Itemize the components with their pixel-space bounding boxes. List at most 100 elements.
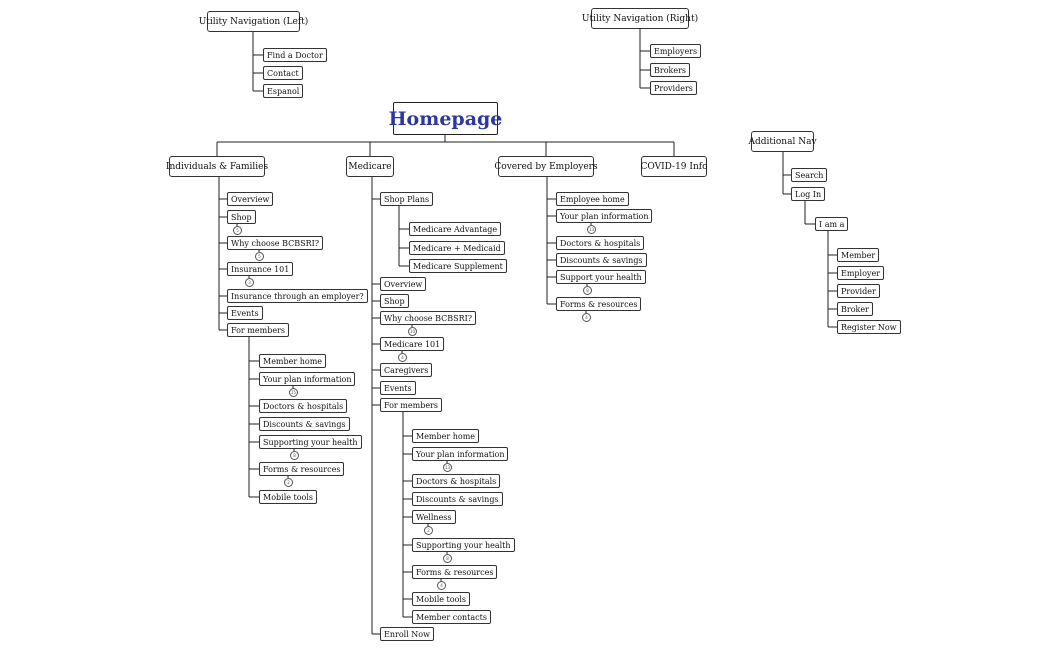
count-badge: 4	[398, 353, 407, 362]
medicare-node[interactable]: Medicare	[346, 156, 394, 177]
med-mobile-tools-node[interactable]: Mobile tools	[412, 592, 471, 606]
ind-mobile-tools-node[interactable]: Mobile tools	[259, 490, 318, 504]
find-a-doctor-node[interactable]: Find a Doctor	[263, 48, 327, 62]
med-member-home-node[interactable]: Member home	[412, 429, 480, 443]
node-label: Supporting your health	[416, 540, 511, 550]
individuals-families-node[interactable]: Individuals & Families	[165, 156, 269, 177]
ind-insurance-employer-node[interactable]: Insurance through an employer?	[227, 289, 368, 303]
ind-member-home-node[interactable]: Member home	[259, 354, 327, 368]
node-label: Forms & resources	[263, 464, 341, 474]
additional-nav-node[interactable]: Additional Nav	[748, 131, 817, 152]
ind-plan-info-node[interactable]: Your plan information	[259, 372, 356, 386]
med-overview-node[interactable]: Overview	[380, 277, 427, 291]
providers-node[interactable]: Providers	[650, 81, 697, 95]
register-now-node[interactable]: Register Now	[837, 320, 901, 334]
node-label: Shop Plans	[384, 194, 430, 204]
node-label: Overview	[231, 194, 270, 204]
emp-doctors-node[interactable]: Doctors & hospitals	[556, 236, 645, 250]
ind-insurance-101-node[interactable]: Insurance 101	[227, 262, 294, 276]
i-am-a-node[interactable]: I am a	[815, 217, 849, 231]
med-shop-plans-node[interactable]: Shop Plans	[380, 192, 434, 206]
employers-node[interactable]: Employers	[650, 44, 702, 58]
med-caregivers-node[interactable]: Caregivers	[380, 363, 433, 377]
ind-supporting-health-node[interactable]: Supporting your health	[259, 435, 362, 449]
log-in-node[interactable]: Log In	[791, 187, 826, 201]
node-label: Individuals & Families	[165, 161, 269, 172]
node-label: Provider	[841, 286, 876, 296]
member-node[interactable]: Member	[837, 248, 880, 262]
med-member-contacts-node[interactable]: Member contacts	[412, 610, 491, 624]
ind-doctors-node[interactable]: Doctors & hospitals	[259, 399, 348, 413]
med-plan-info-node[interactable]: Your plan information	[412, 447, 509, 461]
node-label: Your plan information	[560, 211, 649, 221]
node-label: Forms & resources	[416, 567, 494, 577]
contact-node[interactable]: Contact	[263, 66, 303, 80]
node-label: For members	[384, 400, 438, 410]
node-label: Member	[841, 250, 876, 260]
node-label: Mobile tools	[263, 492, 314, 502]
node-label: Your plan information	[263, 374, 352, 384]
node-label: Medicare Advantage	[413, 224, 498, 234]
med-events-node[interactable]: Events	[380, 381, 416, 395]
count-badge: 4	[437, 581, 446, 590]
med-discounts-node[interactable]: Discounts & savings	[412, 492, 503, 506]
node-label: Discounts & savings	[263, 419, 346, 429]
search-node[interactable]: Search	[791, 168, 828, 182]
med-supplement-node[interactable]: Medicare Supplement	[409, 259, 507, 273]
ind-shop-node[interactable]: Shop	[227, 210, 256, 224]
brokers-node[interactable]: Brokers	[650, 63, 691, 77]
provider-node[interactable]: Provider	[837, 284, 880, 298]
utility-nav-left-node[interactable]: Utility Navigation (Left)	[199, 11, 308, 32]
med-enroll-now-node[interactable]: Enroll Now	[380, 627, 434, 641]
ind-overview-node[interactable]: Overview	[227, 192, 274, 206]
espanol-node[interactable]: Espanol	[263, 84, 304, 98]
node-label: Discounts & savings	[560, 255, 643, 265]
homepage-node[interactable]: Homepage	[389, 102, 502, 135]
node-label: Employers	[654, 46, 698, 56]
broker-node[interactable]: Broker	[837, 302, 873, 316]
med-why-choose-node[interactable]: Why choose BCBSRI?	[380, 311, 477, 325]
med-shop-node[interactable]: Shop	[380, 294, 409, 308]
med-advantage-node[interactable]: Medicare Advantage	[409, 222, 502, 236]
count-badge: 4	[582, 313, 591, 322]
node-label: Member home	[263, 356, 323, 366]
ind-events-node[interactable]: Events	[227, 306, 263, 320]
ind-discounts-node[interactable]: Discounts & savings	[259, 417, 350, 431]
employer-node[interactable]: Employer	[837, 266, 884, 280]
covid-info-node[interactable]: COVID-19 Info	[640, 156, 708, 177]
med-forms-node[interactable]: Forms & resources	[412, 565, 498, 579]
med-supporting-health-node[interactable]: Supporting your health	[412, 538, 515, 552]
utility-nav-right-node[interactable]: Utility Navigation (Right)	[582, 8, 698, 29]
node-label: Why choose BCBSRI?	[384, 313, 473, 323]
med-wellness-node[interactable]: Wellness	[412, 510, 456, 524]
count-badge: 2	[284, 478, 293, 487]
emp-employee-home-node[interactable]: Employee home	[556, 192, 629, 206]
node-label: Doctors & hospitals	[560, 238, 641, 248]
node-label: Overview	[384, 279, 423, 289]
count-badge: 8	[583, 286, 592, 295]
node-label: Mobile tools	[416, 594, 467, 604]
count-badge: 15	[289, 388, 298, 397]
count-badge: 13	[443, 463, 452, 472]
node-label: Medicare + Medicaid	[413, 243, 501, 253]
count-badge: 8	[290, 451, 299, 460]
emp-discounts-node[interactable]: Discounts & savings	[556, 253, 647, 267]
emp-plan-info-node[interactable]: Your plan information	[556, 209, 653, 223]
node-label: Events	[384, 383, 412, 393]
emp-support-health-node[interactable]: Support your health	[556, 270, 646, 284]
med-medicaid-node[interactable]: Medicare + Medicaid	[409, 241, 505, 255]
med-doctors-node[interactable]: Doctors & hospitals	[412, 474, 501, 488]
med-101-node[interactable]: Medicare 101	[380, 337, 445, 351]
covered-by-employers-node[interactable]: Covered by Employers	[494, 156, 598, 177]
count-badge: 5	[233, 226, 242, 235]
ind-why-choose-node[interactable]: Why choose BCBSRI?	[227, 236, 324, 250]
node-label: COVID-19 Info	[640, 161, 708, 172]
node-label: Your plan information	[416, 449, 505, 459]
ind-for-members-node[interactable]: For members	[227, 323, 289, 337]
ind-forms-node[interactable]: Forms & resources	[259, 462, 345, 476]
node-label: Medicare	[348, 161, 392, 172]
emp-forms-node[interactable]: Forms & resources	[556, 297, 642, 311]
node-label: Brokers	[654, 65, 687, 75]
node-label: Member contacts	[416, 612, 487, 622]
med-for-members-node[interactable]: For members	[380, 398, 442, 412]
